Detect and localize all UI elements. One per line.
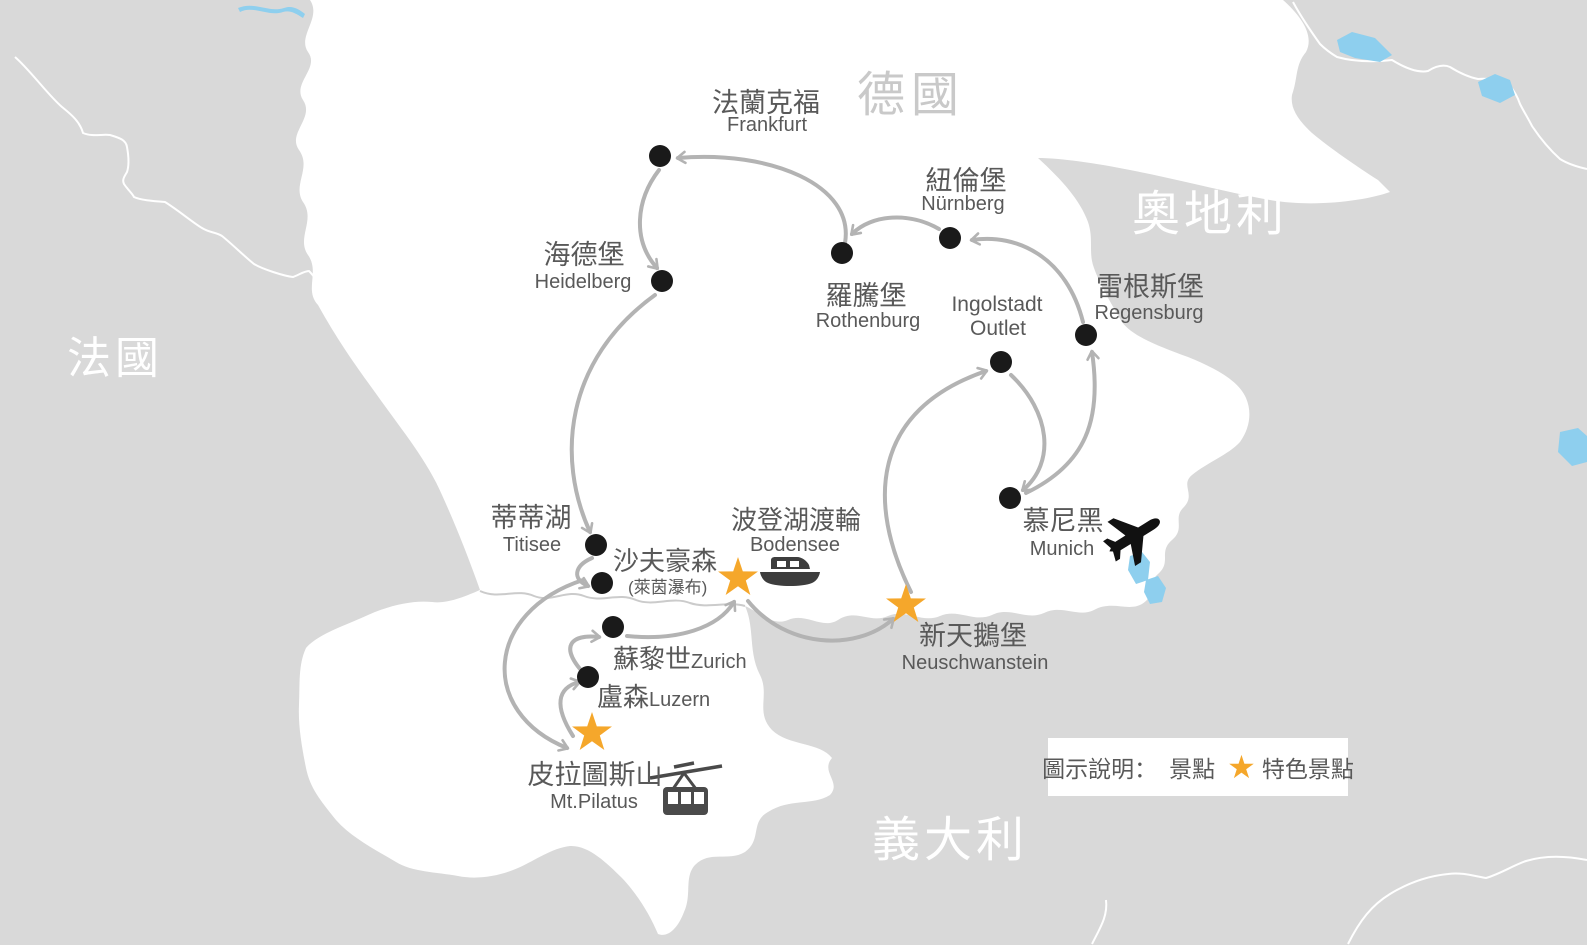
dot-markers [577,145,1097,688]
landmass-germany-switzerland [295,0,1390,935]
label-luzern-zh: 盧森 [597,682,649,712]
lake-right-edge [1558,428,1587,466]
marker-nurnberg [939,227,961,249]
country-label-france: 法國 [67,334,163,383]
route-layer [502,150,1100,752]
route-luzern-zurich [568,629,602,671]
border-germany-switzerland [479,590,746,607]
label-nurnberg-zh: 紐倫堡 [926,166,1007,196]
label-zurich-en: Zurich [691,651,747,673]
label-heidelberg-zh: 海德堡 [544,240,625,270]
marker-munich [999,487,1021,509]
city-labels: 法蘭克福 Frankfurt 海德堡 Heidelberg 羅騰堡 Rothen… [491,88,1205,813]
lake-czech-2 [1478,74,1515,103]
label-luzern: 盧森Luzern [597,682,710,712]
marker-heidelberg [651,270,673,292]
label-ingolstadt-line1: Ingolstadt [951,293,1042,316]
label-schaffhausen-note: (萊茵瀑布) [628,578,707,597]
route-rothenburg-frankfurt [675,150,848,245]
country-label-italy: 義大利 [872,814,1028,867]
legend-star-icon: ★ [1227,749,1256,785]
cable-car-icon [649,761,723,815]
label-heidelberg-en: Heidelberg [535,271,632,293]
label-munich-en: Munich [1030,538,1094,560]
label-ingolstadt-line2: Outlet [970,317,1026,340]
lake-koenigssee [1144,576,1166,604]
label-neuschwanstein-en: Neuschwanstein [902,652,1049,674]
route-nurnberg-rothenburg [849,215,941,237]
lake-chiemsee [1128,552,1150,584]
label-bodensee-zh: 波登湖渡輪 [731,505,861,535]
label-regensburg-zh: 雷根斯堡 [1096,272,1204,302]
label-pilatus-zh: 皮拉圖斯山 [528,760,663,790]
ferry-icon [760,557,820,586]
route-bodensee-neuschwanstein [746,599,896,643]
marker-titisee [585,534,607,556]
route-ingolstadt-munich [1009,373,1047,492]
legend-dot-label: 景點 [1169,756,1216,782]
border-france [14,56,323,299]
label-pilatus-en: Mt.Pilatus [550,791,638,813]
marker-schaffhausen [591,572,613,594]
route-pilatus-luzern [558,677,582,738]
label-schaffhausen-zh: 沙夫豪森 [613,546,717,576]
label-neuschwanstein-zh: 新天鵝堡 [919,621,1027,651]
marker-ingolstadt [990,351,1012,373]
airplane-icon [1103,518,1160,566]
marker-frankfurt [649,145,671,167]
label-zurich: 蘇黎世Zurich [613,644,747,674]
marker-luzern [577,666,599,688]
border-italy-south [1091,899,1108,945]
lake-top-left-river [238,5,305,18]
label-titisee-zh: 蒂蒂湖 [491,503,572,533]
label-munich-zh: 慕尼黑 [1023,506,1104,536]
route-zurich-bodensee [625,599,737,640]
label-luzern-en: Luzern [649,689,710,711]
route-neuschwanstein-ingolstadt [882,366,989,594]
route-titisee-schaffhausen [575,556,594,590]
country-label-germany: 德國 [857,69,965,122]
legend: 圖示說明： 景點 ★ 特色景點 [1042,738,1354,796]
route-regensburg-nurnberg [969,232,1085,324]
border-czech-austria [1292,1,1587,170]
border-italy-southeast [1347,855,1587,945]
marker-rothenburg [831,242,853,264]
label-bodensee-en: Bodensee [750,534,840,556]
route-munich-regensburg [1024,349,1100,495]
label-regensburg-en: Regensburg [1095,302,1204,324]
label-rothenburg-en: Rothenburg [816,310,921,332]
lake-czech-1 [1337,32,1392,62]
route-schaffhausen-pilatus [502,578,585,752]
label-rothenburg-zh: 羅騰堡 [826,281,907,311]
label-frankfurt-zh: 法蘭克福 [712,88,820,118]
legend-star-label: 特色景點 [1261,756,1354,782]
legend-title: 圖示說明： [1042,756,1158,782]
label-zurich-zh: 蘇黎世 [613,644,691,674]
marker-zurich [602,616,624,638]
label-titisee-en: Titisee [503,534,561,556]
label-nurnberg-en: Nürnberg [921,193,1004,215]
label-frankfurt-en: Frankfurt [727,114,807,136]
route-heidelberg-titisee [569,293,657,535]
marker-regensburg [1075,324,1097,346]
country-label-austria: 奧地利 [1132,188,1288,241]
route-frankfurt-heidelberg [637,168,661,271]
